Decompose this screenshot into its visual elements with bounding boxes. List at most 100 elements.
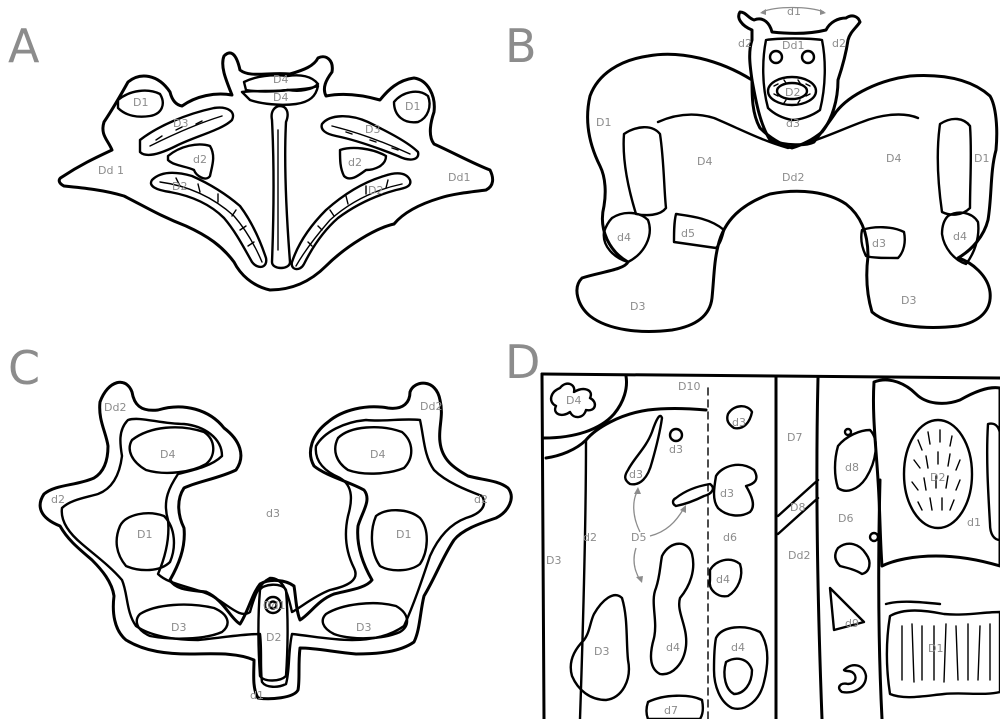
- label-b-d3-center: d3: [786, 117, 800, 130]
- label-d-d8: D8: [790, 501, 805, 514]
- label-c-d1-left: D1: [137, 528, 152, 541]
- label-c-d3-right: D3: [356, 621, 371, 634]
- label-a-d2-small-left: d2: [193, 153, 207, 166]
- label-c-d1-small: d1: [250, 689, 264, 702]
- label-d-d3-a: d3: [732, 416, 746, 429]
- label-a-dd1-left: Dd 1: [98, 164, 124, 177]
- label-d-d3-side: D3: [546, 554, 561, 567]
- panel-d-hook: [839, 665, 866, 692]
- label-a-dd1-right: Dd1: [448, 171, 470, 184]
- label-d-d9: d9: [845, 617, 859, 630]
- panel-b-letter: B: [505, 19, 537, 73]
- label-d-d8-small: d8: [845, 461, 859, 474]
- panel-c-outline: [40, 382, 511, 698]
- label-d-d3-c: d3: [629, 468, 643, 481]
- label-a-d3-left: D3: [173, 117, 188, 130]
- panel-d-d1-hatching: [902, 624, 990, 682]
- panel-b: B d1 d2 d2 Dd1 D2 d3 D1 D1 D4: [505, 5, 997, 331]
- panel-c-inner-outline: [62, 419, 484, 687]
- label-c-d3-center: d3: [266, 507, 280, 520]
- panel-d-d4-bottom: [714, 627, 767, 709]
- label-b-dd1: Dd1: [782, 39, 804, 52]
- label-c-dd2-right: Dd2: [420, 400, 442, 413]
- panel-a-letter: A: [8, 19, 40, 73]
- label-d-d1: D1: [928, 642, 943, 655]
- label-c-d3-left: D3: [171, 621, 186, 634]
- panel-d-d3-side-edge: [580, 440, 586, 719]
- panel-a-outline: [59, 53, 492, 290]
- panel-d-d1-edge: [987, 424, 1000, 540]
- label-c-dd1: Dd1: [263, 599, 285, 612]
- panel-d-d3-d: [673, 484, 713, 506]
- panel-d-d1-box: [887, 611, 1000, 698]
- panel-d-d3-circle: [670, 429, 682, 441]
- label-b-d1-top: d1: [787, 5, 801, 18]
- label-d-d3-b: d3: [669, 443, 683, 456]
- panel-c: C Dd2 Dd2 D4 D4 d2 d2 d3 D1 D1 Dd1 D2 D3…: [8, 341, 511, 702]
- panel-b-eye-left: [770, 51, 782, 63]
- label-a-d2-right: D2: [368, 184, 383, 197]
- panel-d-d5-arrow-up: [634, 490, 640, 532]
- label-c-d2: D2: [266, 631, 281, 644]
- panel-d-d5-arrow-down: [634, 548, 640, 580]
- label-d-d7: D7: [787, 431, 802, 444]
- label-a-d3-right: D3: [365, 123, 380, 136]
- panel-c-d1-left: [117, 513, 174, 570]
- label-b-d1-left: D1: [596, 116, 611, 129]
- label-b-d4-small-right: d4: [953, 230, 967, 243]
- label-d-d5: D5: [631, 531, 646, 544]
- label-b-d5: d5: [681, 227, 695, 240]
- label-d-d2: D2: [930, 471, 945, 484]
- label-d-d4-corner: D4: [566, 394, 581, 407]
- label-c-dd2-left: Dd2: [104, 401, 126, 414]
- label-b-d4-left: D4: [697, 155, 712, 168]
- label-b-d4-small-left: d4: [617, 231, 631, 244]
- label-d-d3-d: d3: [720, 487, 734, 500]
- label-c-d2-small-left: d2: [51, 493, 65, 506]
- label-b-d2-left: d2: [738, 37, 752, 50]
- label-a-d2-small-right: d2: [348, 156, 362, 169]
- label-a-d4-top: D4: [273, 73, 288, 86]
- label-a-d1-left: D1: [133, 96, 148, 109]
- panel-d-d4-large: [651, 544, 693, 674]
- label-a-d1-right: D1: [405, 100, 420, 113]
- panel-b-arm-left: [624, 127, 666, 215]
- panel-d-d5-arrow-right: [650, 508, 684, 536]
- label-d-d4-a: d4: [716, 573, 730, 586]
- panel-a-d2-right: [292, 173, 411, 269]
- label-d-d6-small: d6: [723, 531, 737, 544]
- panel-d-top-border: [542, 374, 1000, 378]
- label-a-d2-left: D2: [172, 180, 187, 193]
- label-c-d4-left: D4: [160, 448, 175, 461]
- label-d-d2-small: d2: [583, 531, 597, 544]
- label-d-d4-b: d4: [666, 641, 680, 654]
- panel-d-letter: D: [505, 335, 540, 389]
- panel-d-d6-blob: [835, 544, 869, 574]
- label-d-d1-small: d1: [967, 516, 981, 529]
- panel-d-divider-2: [817, 378, 822, 719]
- panel-b-eye-right: [802, 51, 814, 63]
- label-c-d1-right: D1: [396, 528, 411, 541]
- label-a-d4-bottom: D4: [273, 91, 288, 104]
- panel-c-letter: C: [8, 341, 40, 395]
- panel-a-d2-small-right: [340, 148, 386, 178]
- panel-d-d4-bottom-inner: [724, 659, 752, 694]
- label-b-d4-right: D4: [886, 152, 901, 165]
- panel-a: A D4 D4 D1: [8, 19, 493, 290]
- panel-d-left-border: [542, 374, 544, 719]
- label-d-dd2: Dd2: [788, 549, 810, 562]
- panel-d-d2-hatching: [912, 430, 960, 510]
- label-b-dd2: Dd2: [782, 171, 804, 184]
- label-c-d4-right: D4: [370, 448, 385, 461]
- panel-d: D: [505, 335, 1000, 719]
- label-b-d3-right: d3: [872, 237, 886, 250]
- label-b-d3-right-foot: D3: [901, 294, 916, 307]
- label-b-d1-right: D1: [974, 152, 989, 165]
- panel-a-center-stem: [272, 106, 290, 268]
- label-b-d2-mouth: D2: [785, 86, 800, 99]
- label-d-d6: D6: [838, 512, 853, 525]
- label-b-d2-right: d2: [832, 37, 846, 50]
- panel-b-arm-right: [938, 119, 971, 215]
- label-b-d3-left-foot: D3: [630, 300, 645, 313]
